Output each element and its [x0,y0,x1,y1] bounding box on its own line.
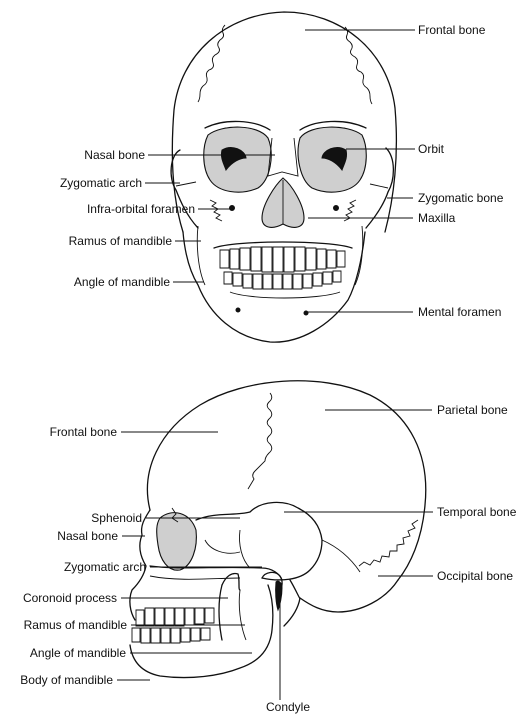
front-infraorbital-foramen-left [229,205,235,211]
front-suture-left [197,24,226,103]
label-front-maxilla: Maxilla [418,211,456,225]
label-side-zygomatic-arch: Zygomatic arch [64,560,146,574]
label-front-infra-orbital-foramen: Infra-orbital foramen [87,202,195,216]
side-lower-teeth [131,627,211,644]
label-side-sphenoid: Sphenoid [91,511,142,525]
label-front-angle-of-mandible: Angle of mandible [74,275,170,289]
label-front-zygomatic-bone: Zygomatic bone [418,191,504,205]
label-side-nasal-bone: Nasal bone [57,529,118,543]
front-nasal-bone [267,137,299,177]
label-front-nasal-bone: Nasal bone [84,148,145,162]
front-mental-foramen-left [235,307,241,313]
label-side-ramus-of-mandible: Ramus of mandible [24,618,128,632]
side-coronoid-process [221,572,241,591]
label-front-mental-foramen: Mental foramen [418,305,501,319]
front-skull-outline [171,11,398,233]
side-labels: Parietal bone Frontal bone Sphenoid Temp… [20,403,516,714]
label-side-temporal-bone: Temporal bone [437,505,517,519]
front-face-outline [182,231,366,343]
side-skull-drawing [129,380,427,679]
side-lambdoid-suture [358,519,419,567]
label-front-zygomatic-arch: Zygomatic arch [60,176,142,190]
front-leader-lines [145,29,415,313]
label-side-coronoid-process: Coronoid process [23,591,117,605]
front-labels: Frontal bone Nasal bone Orbit Zygomatic … [60,23,504,319]
front-lower-teeth [223,270,342,299]
label-side-condyle: Condyle [266,700,310,714]
side-mandible [129,584,274,679]
side-temporal-region [195,501,323,581]
side-upper-teeth [135,607,215,627]
label-front-ramus-of-mandible: Ramus of mandible [69,234,173,248]
label-front-frontal-bone: Frontal bone [418,23,486,37]
front-skull-drawing [170,11,398,343]
label-side-frontal-bone: Frontal bone [50,425,118,439]
front-infraorbital-foramen-right [333,205,339,211]
side-leader-lines [117,409,433,700]
front-upper-teeth [213,241,353,273]
label-side-body-of-mandible: Body of mandible [20,673,113,687]
side-face-profile [129,509,151,621]
side-coronal-suture [247,392,273,490]
label-front-orbit: Orbit [418,142,445,156]
front-suture-right [344,26,373,105]
label-side-angle-of-mandible: Angle of mandible [30,646,126,660]
label-side-occipital-bone: Occipital bone [437,569,513,583]
label-side-parietal-bone: Parietal bone [437,403,508,417]
